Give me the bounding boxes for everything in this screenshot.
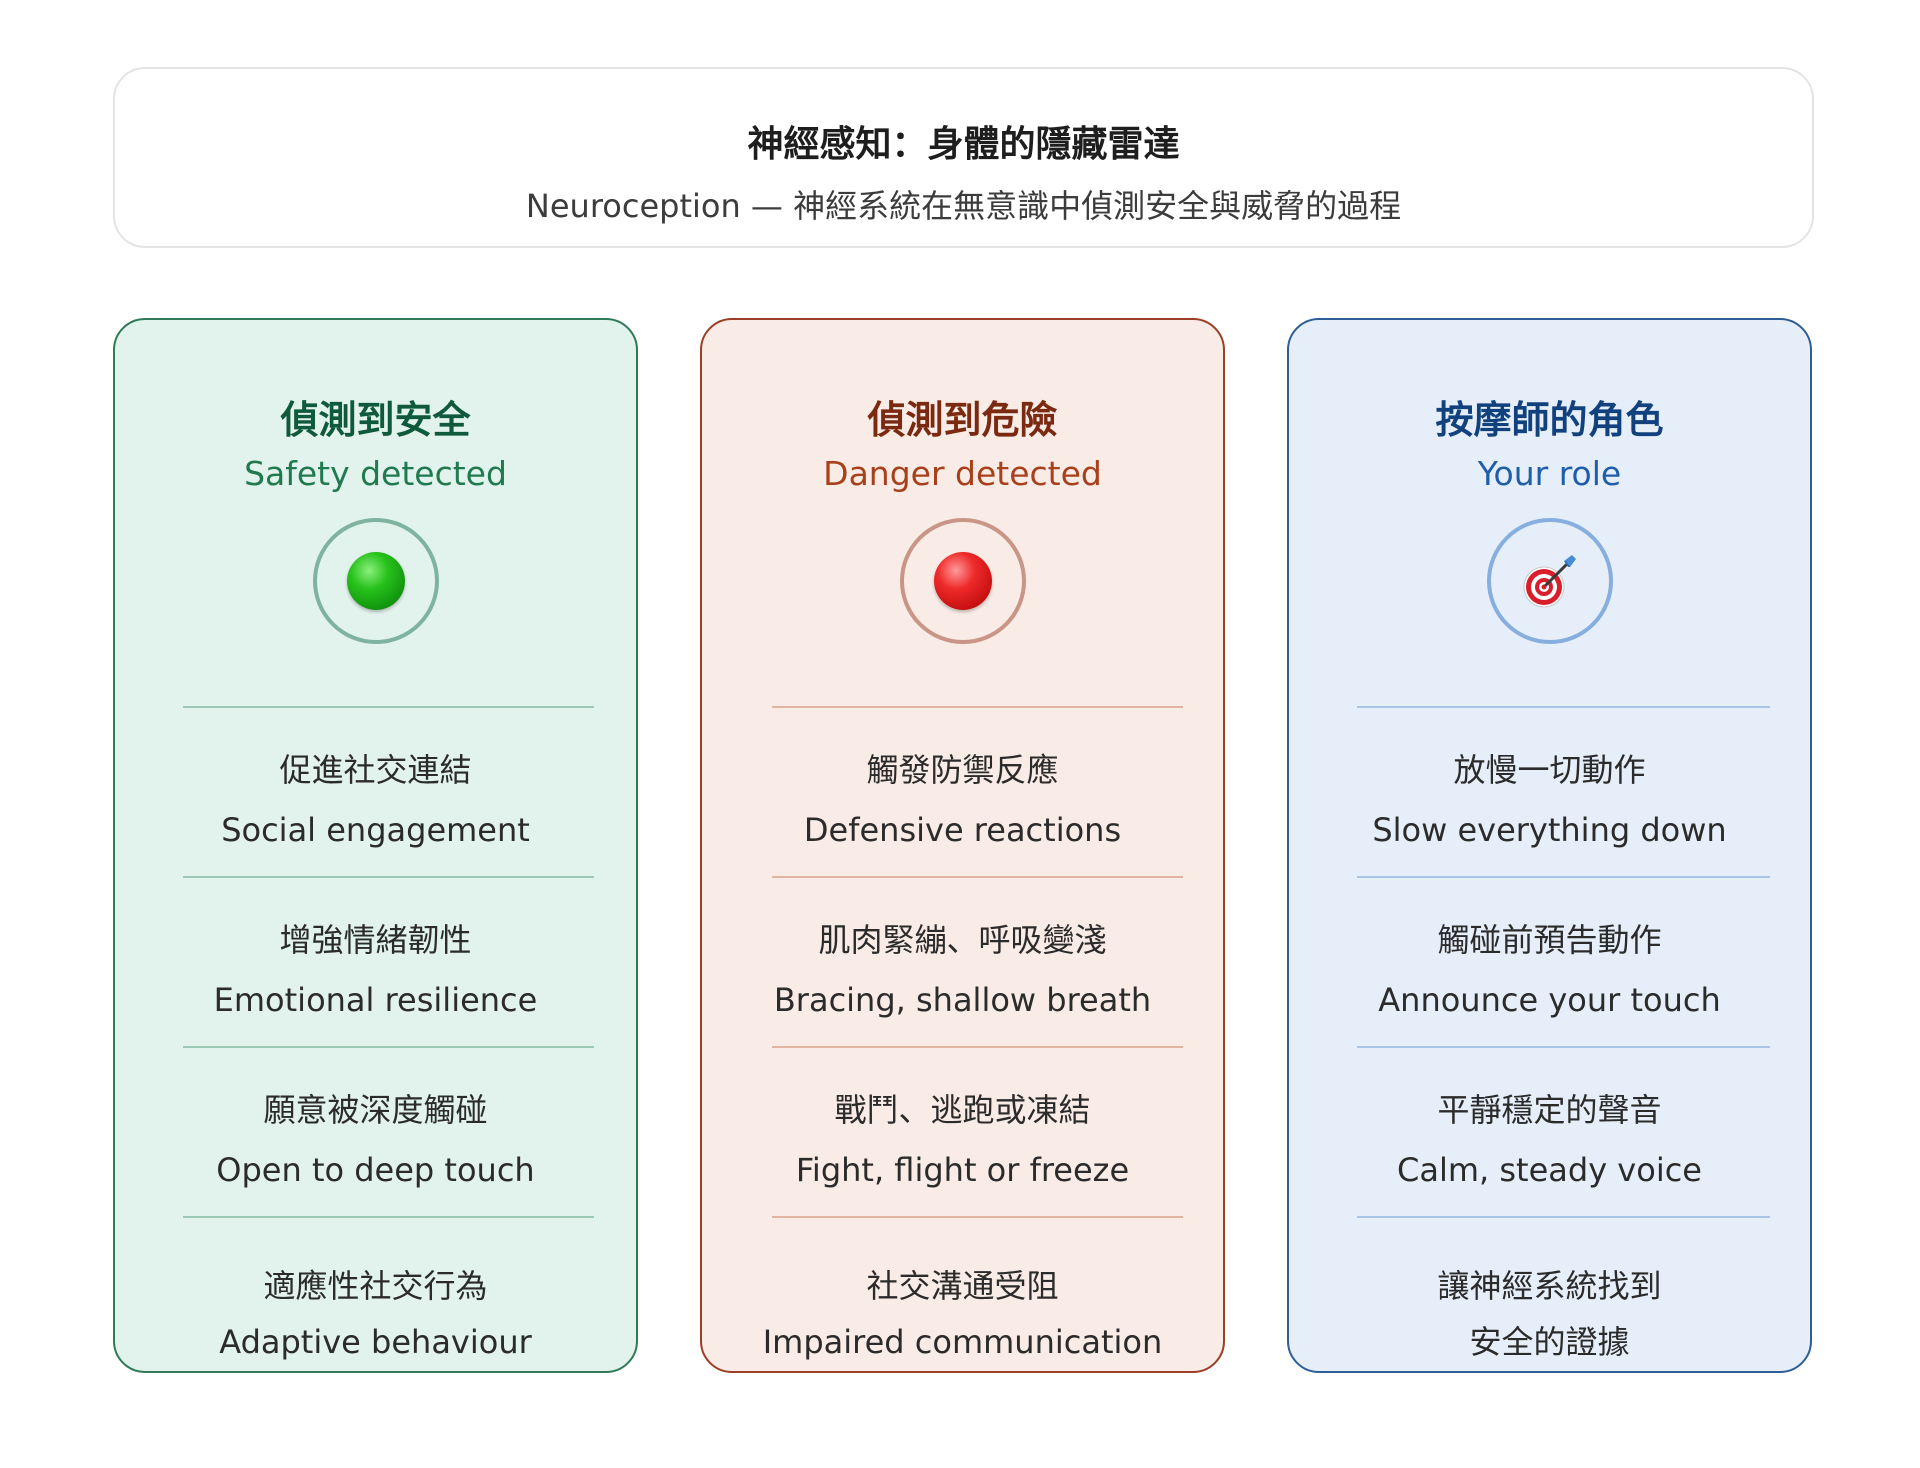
divider	[1357, 1046, 1770, 1048]
divider	[1357, 876, 1770, 878]
safety-item-3-en: Open to deep touch	[216, 1151, 535, 1189]
role-item-4-line2: 安全的證據	[1469, 1323, 1630, 1361]
green-circle-icon	[346, 552, 405, 610]
divider	[772, 1216, 1183, 1218]
role-item-2-en: Announce your touch	[1378, 981, 1721, 1019]
danger-title: 偵測到危險	[867, 398, 1058, 442]
divider	[772, 1046, 1183, 1048]
danger-item-1-en: Defensive reactions	[803, 811, 1122, 849]
safety-item-1-en: Social engagement	[221, 811, 530, 849]
safety-indicator-ring	[312, 518, 439, 644]
safety-item-2-zh: 增強情緒韌性	[279, 921, 472, 959]
safety-item-4-zh: 適應性社交行為	[263, 1267, 488, 1305]
divider	[183, 1046, 594, 1048]
divider	[772, 706, 1183, 708]
role-item-4-line1: 讓神經系統找到	[1437, 1267, 1662, 1305]
role-item-3-zh: 平靜穩定的聲音	[1437, 1091, 1662, 1129]
safety-card: 偵測到安全 Safety detected 促進社交連結 Social enga…	[113, 318, 638, 1373]
red-circle-icon	[933, 552, 992, 610]
danger-item-1-zh: 觸發防禦反應	[866, 751, 1059, 789]
page-subtitle: Neuroception — 神經系統在無意識中偵測安全與威脅的過程	[525, 187, 1402, 225]
page-title: 神經感知：身體的隱藏雷達	[747, 124, 1180, 165]
role-subtitle: Your role	[1477, 454, 1622, 493]
danger-item-3-zh: 戰鬥、逃跑或凍結	[834, 1091, 1091, 1129]
safety-item-2-en: Emotional resilience	[213, 981, 538, 1019]
role-title: 按摩師的角色	[1435, 398, 1664, 442]
safety-item-3-zh: 願意被深度觸碰	[263, 1091, 488, 1129]
safety-item-4-en: Adaptive behaviour	[219, 1323, 532, 1361]
safety-item-1-zh: 促進社交連結	[279, 751, 472, 789]
divider	[1357, 1216, 1770, 1218]
danger-item-4-zh: 社交溝通受阻	[866, 1267, 1059, 1305]
danger-card: 偵測到危險 Danger detected 觸發防禦反應 Defensive r…	[700, 318, 1225, 1373]
divider	[183, 706, 594, 708]
target-icon	[1523, 555, 1576, 608]
danger-item-2-en: Bracing, shallow breath	[773, 981, 1152, 1019]
danger-item-2-zh: 肌肉緊繃、呼吸變淺	[818, 921, 1107, 959]
divider	[772, 876, 1183, 878]
role-item-1-zh: 放慢一切動作	[1453, 751, 1646, 789]
header-panel: 神經感知：身體的隱藏雷達 Neuroception — 神經系統在無意識中偵測安…	[113, 67, 1814, 248]
danger-item-3-en: Fight, flight or freeze	[795, 1151, 1130, 1189]
divider	[1357, 706, 1770, 708]
danger-item-4-en: Impaired communication	[762, 1323, 1163, 1361]
safety-subtitle: Safety detected	[244, 454, 507, 493]
role-item-1-en: Slow everything down	[1372, 811, 1727, 849]
role-indicator-ring	[1486, 518, 1613, 644]
divider	[183, 1216, 594, 1218]
danger-subtitle: Danger detected	[823, 454, 1102, 493]
role-card: 按摩師的角色 Your role 放慢一切動作 Slow everything …	[1287, 318, 1812, 1373]
safety-title: 偵測到安全	[280, 398, 471, 442]
divider	[183, 876, 594, 878]
role-item-2-zh: 觸碰前預告動作	[1437, 921, 1662, 959]
role-item-3-en: Calm, steady voice	[1397, 1151, 1702, 1189]
danger-indicator-ring	[899, 518, 1026, 644]
